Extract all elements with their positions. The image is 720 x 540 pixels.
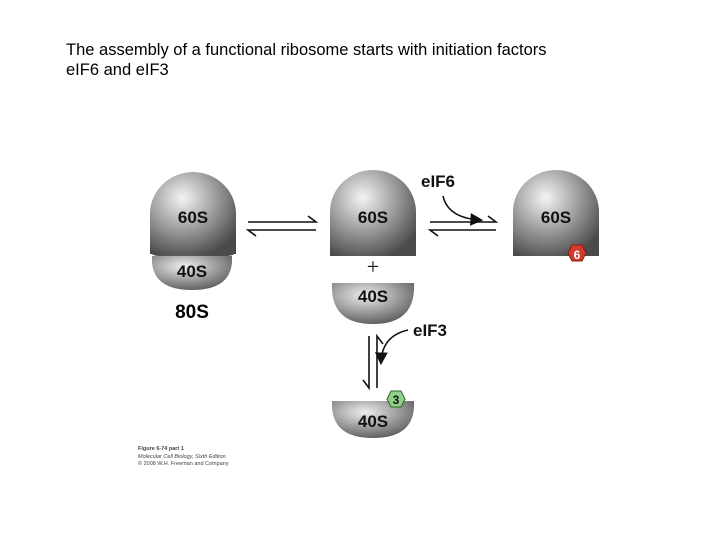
title-line-2: eIF6 and eIF3 xyxy=(66,61,169,79)
eif6-badge-number: 6 xyxy=(574,248,581,262)
title-line-1: The assembly of a functional ribosome st… xyxy=(66,41,547,59)
subunit-40s-with-eif3: 40S 3 xyxy=(331,390,415,438)
ribosome-80s: 60S 40S 80S xyxy=(150,172,236,323)
subunit-40s-in-80s xyxy=(151,256,233,290)
eif6-binding-arrow xyxy=(442,195,484,226)
label-40s-bottom: 40S xyxy=(358,412,388,431)
slide-title: The assembly of a functional ribosome st… xyxy=(66,40,686,80)
label-eif3: eIF3 xyxy=(413,321,447,340)
eif6-hexagon-badge xyxy=(567,244,587,262)
label-eif6: eIF6 xyxy=(421,172,455,191)
eif3-hexagon-badge xyxy=(386,390,406,408)
label-40s-left: 40S xyxy=(177,262,207,281)
equilibrium-arrows-vertical xyxy=(362,333,384,391)
subunit-60s-body xyxy=(150,172,236,254)
subunit-40s-middle: 40S xyxy=(331,283,415,324)
subunit-60s-middle: 60S xyxy=(330,170,416,256)
label-60s-middle: 60S xyxy=(358,208,388,227)
eif3-binding-arrow xyxy=(374,329,409,366)
equilibrium-arrows-left xyxy=(245,215,319,237)
label-40s-middle: 40S xyxy=(358,287,388,306)
equilibrium-arrows-right xyxy=(427,215,499,237)
eif3-badge-number: 3 xyxy=(393,393,400,407)
figure-caption: Figure 6-74 part 1 Molecular Cell Biolog… xyxy=(138,446,229,469)
caption-line-3: © 2008 W.H. Freeman and Company xyxy=(138,461,229,467)
label-60s-left: 60S xyxy=(178,208,208,227)
plus-sign: + xyxy=(367,254,379,279)
caption-line-2: Molecular Cell Biology, Sixth Edition xyxy=(138,453,226,460)
label-80s: 80S xyxy=(175,302,209,323)
subunit-60s-with-eif6: 60S 6 xyxy=(513,170,599,262)
label-60s-right: 60S xyxy=(541,208,571,227)
caption-line-1: Figure 6-74 part 1 xyxy=(138,446,184,452)
